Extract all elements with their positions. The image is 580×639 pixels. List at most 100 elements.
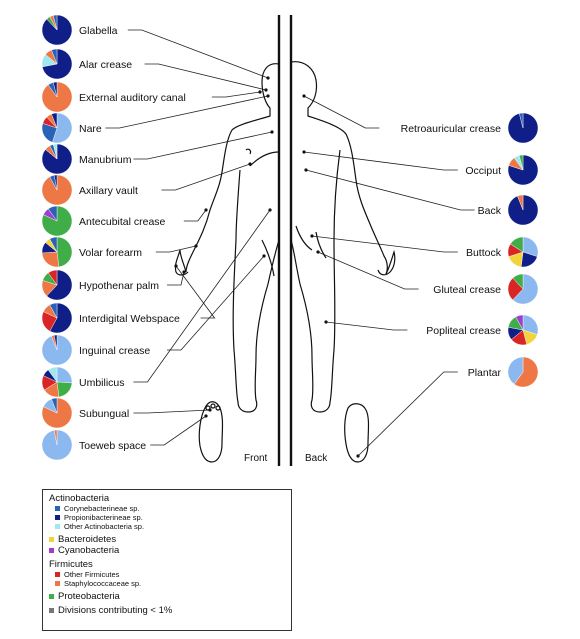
swatch-proteobacteria <box>49 594 54 599</box>
anchor-dot-nare <box>266 94 270 98</box>
pie-slice-cyanobacteria <box>515 314 524 331</box>
swatch-propioni <box>55 515 60 520</box>
leader-nare <box>105 95 269 129</box>
pie-slice-staph <box>517 194 524 211</box>
pie-slice-proteobacteria <box>56 236 73 268</box>
pie-manubrium <box>41 143 73 175</box>
pie-slice-proteobacteria <box>510 236 524 253</box>
leader-subungual <box>133 409 211 414</box>
pie-slice-proteobacteria <box>41 205 73 237</box>
anchor-dot-popliteal-crease <box>324 320 328 324</box>
swatch-staph <box>55 581 60 586</box>
pie-slice-coryne <box>51 397 58 414</box>
anchor-dot-retroauricular-crease <box>302 94 306 98</box>
anchor-dot-hypothenar-palm <box>182 270 186 274</box>
site-label-back: Back <box>478 205 502 217</box>
swatch-other-firmicutes <box>55 572 60 577</box>
legend-label-minor: Divisions contributing < 1% <box>58 605 173 616</box>
legend-label-propioni: Propionibacterineae sp. <box>64 513 143 522</box>
pie-slice-coryne <box>47 205 58 222</box>
anchor-dot-gluteal-crease <box>316 250 320 254</box>
pie-slice-proteobacteria <box>519 154 524 171</box>
site-label-buttock: Buttock <box>466 247 502 259</box>
site-label-inguinal-crease: Inguinal crease <box>79 345 150 357</box>
site-label-umbilicus: Umbilicus <box>79 377 125 389</box>
anchor-dot-antecubital-crease <box>204 208 208 212</box>
site-label-hypothenar-palm: Hypothenar palm <box>79 280 159 292</box>
swatch-coryne <box>55 506 60 511</box>
leader-alar-crease <box>144 63 267 91</box>
site-label-axillary-vault: Axillary vault <box>79 185 138 197</box>
anchor-dot-glabella <box>266 76 270 80</box>
site-label-manubrium: Manubrium <box>79 154 132 166</box>
anchor-dot-umbilicus <box>268 208 272 212</box>
body-front-outline <box>174 63 280 413</box>
legend-item-other-actino: Other Actinobacteria sp. <box>49 522 285 531</box>
leader-antecubital-crease <box>183 209 207 222</box>
pie-slice-propioni <box>53 334 58 351</box>
legend-item-other-firmicutes: Other Firmicutes <box>49 570 285 579</box>
legend-firmicutes-header: Firmicutes <box>49 559 93 570</box>
pie-slice-light <box>507 356 524 385</box>
legend-item-proteobacteria: Proteobacteria <box>49 591 285 602</box>
legend-item-minor: Divisions contributing < 1% <box>49 605 285 616</box>
pie-slice-staph <box>41 397 73 429</box>
back-caption: Back <box>305 453 328 464</box>
front-caption: Front <box>244 453 268 464</box>
site-label-volar-forearm: Volar forearm <box>79 247 142 259</box>
anchor-dot-plantar <box>356 454 360 458</box>
pie-slice-staph <box>41 251 60 268</box>
site-label-toeweb-space: Toeweb space <box>79 440 146 452</box>
pie-glabella <box>41 14 73 46</box>
pie-slice-propioni <box>51 112 58 129</box>
anchor-dot-toeweb-space <box>204 414 208 418</box>
leader-interdigital-webspace <box>175 265 216 319</box>
pie-slice-propioni <box>53 81 58 98</box>
pie-slice-light <box>512 273 539 305</box>
pie-alar-crease <box>41 48 73 80</box>
swatch-bacteroidetes <box>49 537 54 542</box>
pie-plantar <box>507 356 539 388</box>
pie-slice-coryne <box>519 112 524 129</box>
body-back-outline <box>290 61 396 413</box>
pie-retroauricular-crease <box>507 112 539 144</box>
pie-slice-proteobacteria <box>512 273 524 290</box>
pie-external-auditory-canal <box>41 81 73 113</box>
leader-external-auditory-canal <box>211 91 261 98</box>
pie-slice-proteobacteria <box>56 381 73 398</box>
anchor-dot-alar-crease <box>264 88 268 92</box>
pie-axillary-vault <box>41 174 73 206</box>
pie-slice-light <box>52 112 73 144</box>
site-label-antecubital-crease: Antecubital crease <box>79 216 166 228</box>
pie-back <box>507 194 539 226</box>
leader-hypothenar-palm <box>167 271 185 286</box>
pie-subungual <box>41 397 73 429</box>
pie-slice-coryne <box>51 48 58 65</box>
pie-inguinal-crease <box>41 334 73 366</box>
site-label-popliteal-crease: Popliteal crease <box>426 325 501 337</box>
pie-slice-coryne <box>49 236 58 253</box>
pie-buttock <box>507 236 539 268</box>
legend-label-other-actino: Other Actinobacteria sp. <box>64 522 145 531</box>
legend-label-coryne: Corynebacterineae sp. <box>64 504 140 513</box>
pie-popliteal-crease <box>507 314 539 346</box>
pie-slice-propioni <box>49 302 73 334</box>
site-label-gluteal-crease: Gluteal crease <box>433 284 501 296</box>
legend-item-propioni: Propionibacterineae sp. <box>49 513 285 522</box>
anchor-dot-occiput <box>302 150 306 154</box>
pie-slice-propioni <box>46 269 73 301</box>
site-label-plantar: Plantar <box>468 367 502 379</box>
leader-toeweb-space <box>150 415 207 446</box>
pie-charts <box>41 14 539 461</box>
site-label-external-auditory-canal: External auditory canal <box>79 92 186 104</box>
anchor-dot-inguinal-crease <box>262 254 266 258</box>
site-label-glabella: Glabella <box>79 25 118 37</box>
pie-interdigital-webspace <box>41 302 73 334</box>
site-label-occiput: Occiput <box>465 165 501 177</box>
anchor-dot-external-auditory-canal <box>258 90 262 94</box>
leader-manubrium <box>133 131 273 160</box>
leader-retroauricular-crease <box>303 95 380 129</box>
leader-buttock <box>311 235 458 253</box>
legend-item-bacteroidetes: Bacteroidetes <box>49 534 285 545</box>
